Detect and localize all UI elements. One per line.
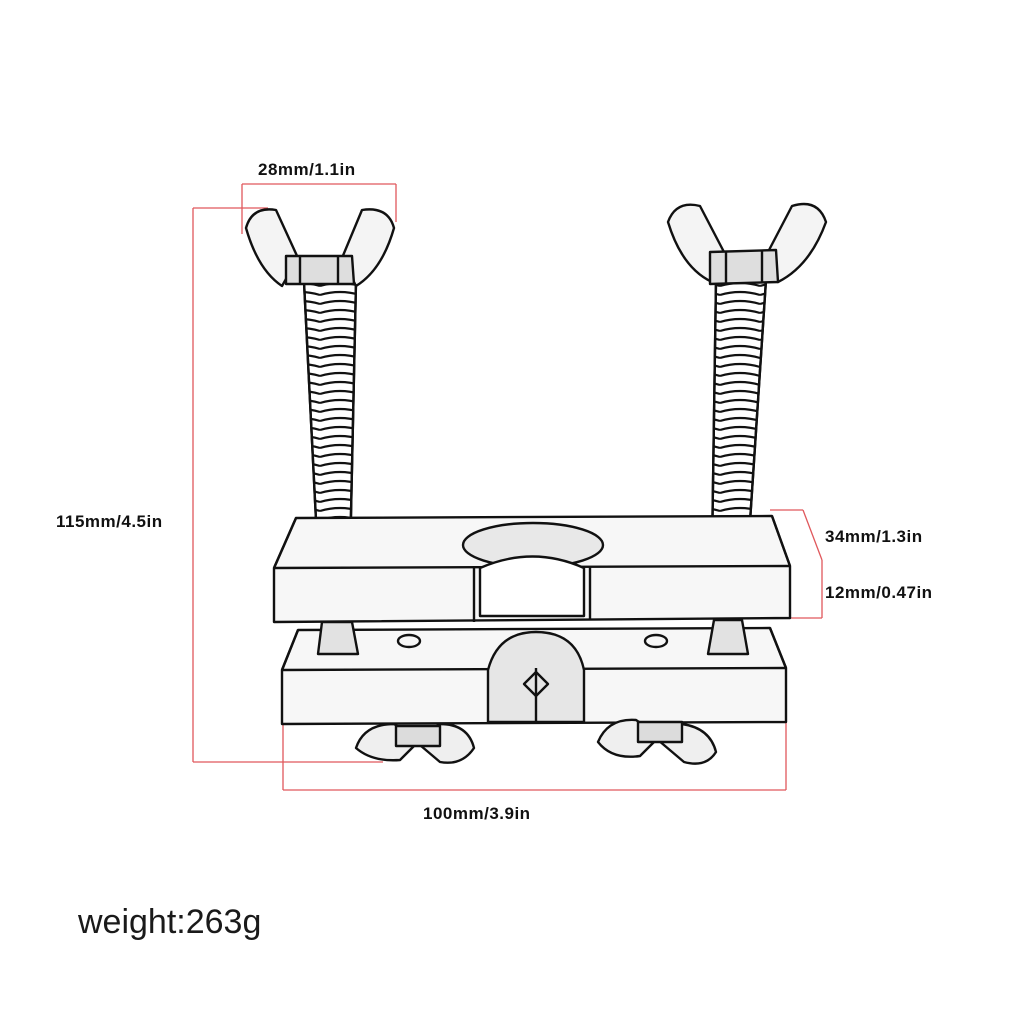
left-top-wing-nut	[244, 208, 396, 288]
weight-label: weight:263g	[78, 903, 262, 941]
upper-clamp-block	[272, 514, 792, 624]
bottom-left-wing-nut	[354, 722, 476, 764]
dimension-lines	[192, 183, 823, 791]
lower-clamp-block	[280, 618, 788, 726]
block-top-height-label: 34mm/1.3in	[825, 527, 923, 546]
block-mid-height-label: 12mm/0.47in	[825, 583, 933, 602]
total-height-label: 115mm/4.5in	[56, 512, 163, 531]
tool-sketch	[244, 202, 828, 765]
right-threaded-rod	[710, 278, 768, 554]
right-top-wing-nut	[666, 202, 828, 286]
wing-width-label: 28mm/1.1in	[258, 160, 356, 179]
bottom-right-wing-nut	[596, 718, 718, 765]
base-width-label: 100mm/3.9in	[423, 804, 531, 823]
